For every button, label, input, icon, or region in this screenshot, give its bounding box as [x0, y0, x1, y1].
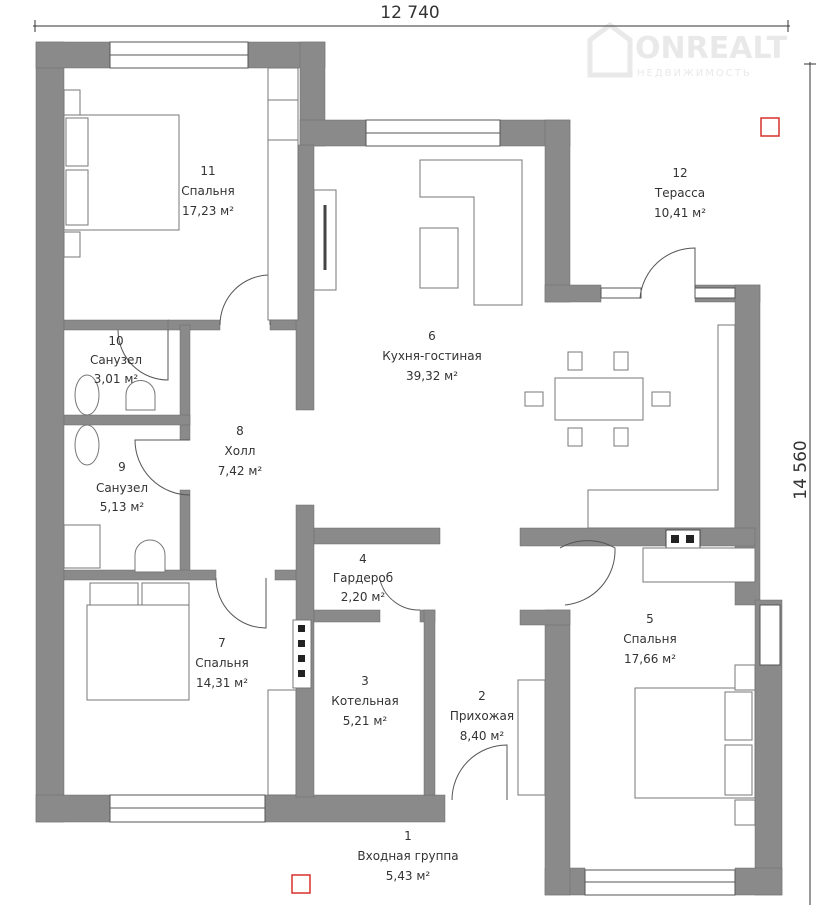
svg-text:Гардероб: Гардероб	[333, 571, 393, 585]
room-label-10: 10 Санузел 3,01 м²	[90, 334, 142, 386]
svg-text:10: 10	[108, 334, 123, 348]
svg-text:Спальня: Спальня	[623, 632, 676, 646]
svg-text:5: 5	[646, 612, 654, 626]
svg-text:Санузел: Санузел	[90, 353, 142, 367]
svg-text:Спальня: Спальня	[181, 184, 234, 198]
svg-text:2: 2	[478, 689, 486, 703]
svg-text:3: 3	[361, 674, 369, 688]
svg-text:Спальня: Спальня	[195, 656, 248, 670]
svg-text:7: 7	[218, 636, 226, 650]
svg-text:2,20 м²: 2,20 м²	[341, 590, 386, 604]
svg-text:4: 4	[359, 552, 367, 566]
svg-text:Терасса: Терасса	[654, 186, 705, 200]
svg-text:5,21 м²: 5,21 м²	[343, 714, 388, 728]
svg-text:12: 12	[672, 166, 687, 180]
marker-square	[760, 117, 780, 137]
svg-text:Котельная: Котельная	[331, 694, 398, 708]
room-label-2: 2 Прихожая 8,40 м²	[450, 689, 514, 743]
svg-text:12 740: 12 740	[380, 3, 439, 23]
room-label-9: 9 Санузел 5,13 м²	[96, 460, 148, 514]
svg-text:11: 11	[200, 164, 215, 178]
furniture	[63, 67, 756, 826]
watermark-logo: ONREALT НЕДВИЖИМОСТЬ	[587, 21, 788, 79]
svg-text:ONREALT: ONREALT	[635, 31, 788, 66]
svg-text:17,66 м²: 17,66 м²	[624, 652, 676, 666]
marker-square	[291, 874, 311, 894]
svg-text:9: 9	[118, 460, 126, 474]
svg-text:14 560: 14 560	[791, 440, 811, 499]
room-label-7: 7 Спальня 14,31 м²	[195, 636, 248, 690]
svg-text:Санузел: Санузел	[96, 481, 148, 495]
dimension-height: 14 560	[791, 62, 816, 905]
svg-text:10,41 м²: 10,41 м²	[654, 206, 706, 220]
svg-text:Кухня-гостиная: Кухня-гостиная	[382, 349, 482, 363]
doors	[117, 247, 696, 801]
room-label-6: 6 Кухня-гостиная 39,32 м²	[382, 329, 482, 383]
svg-text:Прихожая: Прихожая	[450, 709, 514, 723]
svg-text:Холл: Холл	[225, 444, 256, 458]
room-label-4: 4 Гардероб 2,20 м²	[333, 552, 393, 604]
svg-text:7,42 м²: 7,42 м²	[218, 464, 263, 478]
svg-text:1: 1	[404, 829, 412, 843]
dimension-width: 12 740	[33, 3, 790, 32]
svg-text:17,23 м²: 17,23 м²	[182, 204, 234, 218]
room-label-12: 12 Терасса 10,41 м²	[654, 166, 706, 220]
svg-text:8: 8	[236, 424, 244, 438]
svg-text:14,31 м²: 14,31 м²	[196, 676, 248, 690]
svg-text:5,43 м²: 5,43 м²	[386, 869, 431, 883]
svg-text:3,01 м²: 3,01 м²	[94, 372, 139, 386]
room-label-1: 1 Входная группа 5,43 м²	[357, 829, 458, 883]
room-label-11: 11 Спальня 17,23 м²	[181, 164, 234, 218]
room-label-5: 5 Спальня 17,66 м²	[623, 612, 676, 666]
svg-text:НЕДВИЖИМОСТЬ: НЕДВИЖИМОСТЬ	[637, 68, 752, 79]
svg-text:6: 6	[428, 329, 436, 343]
svg-text:Входная группа: Входная группа	[357, 849, 458, 863]
room-label-8: 8 Холл 7,42 м²	[218, 424, 263, 478]
svg-text:8,40 м²: 8,40 м²	[460, 729, 505, 743]
svg-text:39,32 м²: 39,32 м²	[406, 369, 458, 383]
room-label-3: 3 Котельная 5,21 м²	[331, 674, 398, 728]
svg-text:5,13 м²: 5,13 м²	[100, 500, 145, 514]
